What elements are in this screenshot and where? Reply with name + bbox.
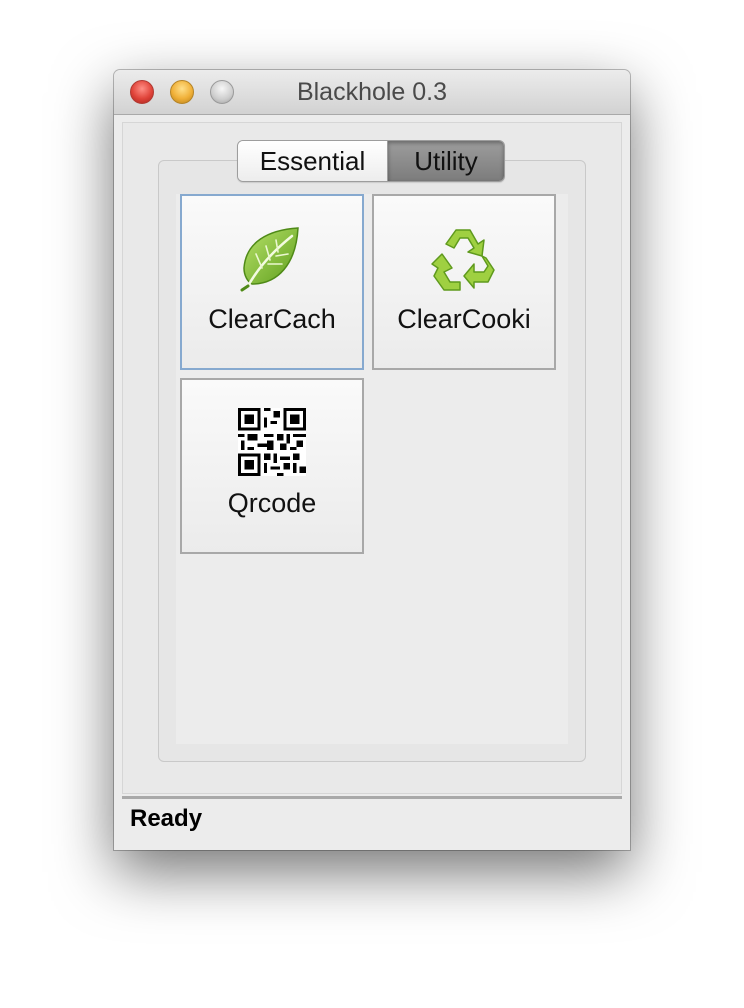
recycle-icon — [431, 229, 495, 291]
clear-cookies-button[interactable]: ClearCooki — [372, 194, 556, 370]
qrcode-label: Qrcode — [227, 488, 317, 518]
zoom-window-button[interactable] — [210, 80, 234, 104]
status-text: Ready — [130, 805, 203, 832]
clear-cache-label: ClearCach — [208, 304, 336, 334]
status-bar: Ready — [122, 796, 622, 842]
tab-essential[interactable]: Essential — [238, 141, 388, 181]
qrcode-button[interactable]: Qrcode — [180, 378, 364, 554]
tab-utility[interactable]: Utility — [388, 141, 504, 181]
title-bar[interactable]: Blackhole 0.3 — [114, 70, 630, 115]
minimize-window-button[interactable] — [170, 80, 194, 104]
close-window-button[interactable] — [130, 80, 154, 104]
tab-switcher: Essential Utility — [237, 140, 505, 182]
tool-grid: ClearCach ClearCooki — [176, 194, 568, 744]
leaf-icon — [240, 227, 299, 292]
clear-cookies-label: ClearCooki — [397, 304, 531, 334]
qrcode-icon — [238, 408, 306, 476]
app-window: Blackhole 0.3 ClearCach — [114, 70, 630, 850]
clear-cache-button[interactable]: ClearCach — [180, 194, 364, 370]
window-title: Blackhole 0.3 — [296, 78, 448, 106]
